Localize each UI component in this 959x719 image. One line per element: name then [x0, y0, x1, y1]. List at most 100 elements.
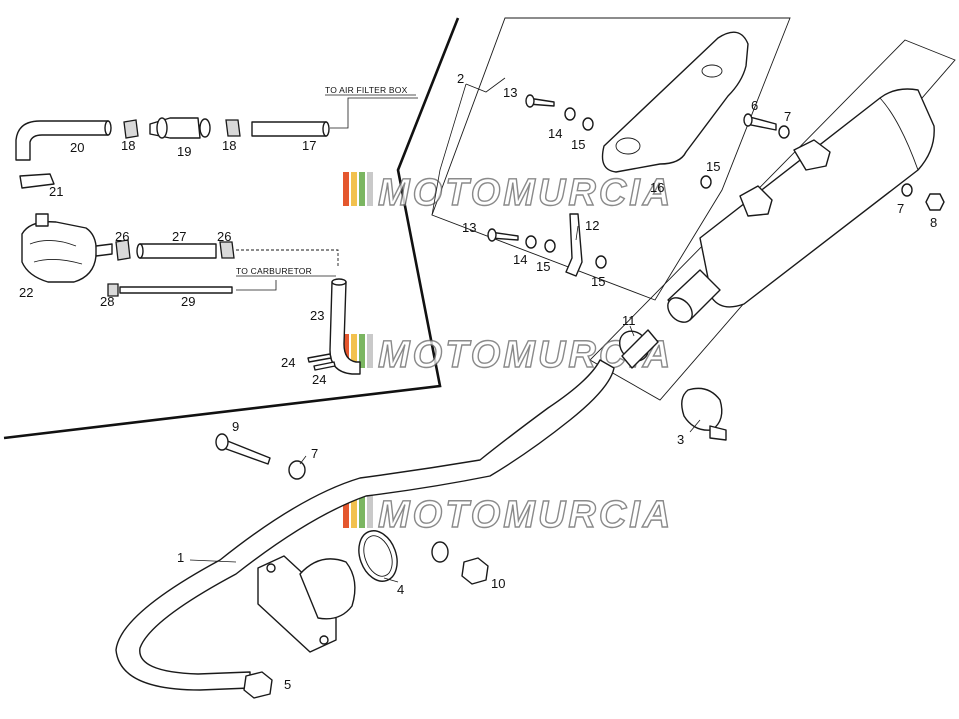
watermark-bottom: MOTOMURCIA	[343, 493, 673, 537]
washer-15	[582, 117, 594, 131]
carburetor-leader	[236, 280, 277, 291]
callout-8: 8	[930, 215, 937, 230]
watermark-stripe	[351, 172, 357, 206]
pump-detail	[29, 240, 83, 265]
callout-20: 20	[70, 140, 84, 155]
callout-10: 10	[491, 576, 505, 591]
watermark-stripe	[343, 172, 349, 206]
header-pipe-group	[115, 359, 615, 699]
callout-3: 3	[677, 432, 684, 447]
callout-12: 12	[585, 218, 599, 233]
nut-5	[243, 671, 273, 699]
exhaust-header-1	[115, 359, 615, 691]
clip-21	[19, 173, 55, 189]
header-outlet	[299, 558, 356, 620]
hose-end	[331, 278, 347, 286]
watermark-text: MOTOMURCIA	[378, 172, 673, 214]
heat-shield-group	[487, 31, 749, 277]
pump-inlet	[35, 213, 49, 227]
inset-divider-line	[3, 17, 460, 440]
callout-6: 6	[751, 98, 758, 113]
flange-hole	[266, 563, 276, 573]
washer-15	[544, 239, 556, 253]
nut-10	[461, 557, 489, 585]
leader-1	[189, 559, 237, 563]
callout-18: 18	[121, 138, 135, 153]
watermark-stripe	[359, 494, 365, 528]
washer-15	[700, 175, 712, 189]
callout-24: 24	[281, 355, 295, 370]
bracket-12	[565, 213, 583, 277]
section-frames	[3, 17, 956, 440]
callout-15: 15	[571, 137, 585, 152]
washer-14	[525, 235, 537, 249]
bolt-24-lower	[313, 361, 336, 371]
callout-4: 4	[397, 582, 404, 597]
callout-15: 15	[536, 259, 550, 274]
washer-14	[564, 107, 576, 121]
screw-head	[525, 94, 535, 108]
leader-11	[629, 325, 635, 337]
heat-shield-16	[601, 31, 749, 173]
header-flange	[257, 555, 337, 653]
note-carburetor: TO CARBURETOR	[236, 266, 312, 276]
muffler-bracket-front	[793, 139, 831, 171]
leader-12	[575, 225, 579, 241]
callout-27: 27	[172, 229, 186, 244]
clamp-18-left	[123, 119, 139, 139]
callout-19: 19	[177, 144, 191, 159]
muffler-frame	[589, 39, 956, 401]
air-hose-17	[251, 121, 327, 137]
watermark-stripe	[359, 334, 365, 368]
callout-28: 28	[100, 294, 114, 309]
screw-head	[487, 228, 497, 242]
gasket-4-inner	[363, 535, 393, 577]
hose-27	[139, 243, 217, 259]
stud-head	[215, 433, 229, 451]
sleeve-11-body	[621, 329, 659, 369]
hose-29	[119, 286, 233, 294]
clamp-screw	[709, 425, 727, 441]
leader-7	[299, 455, 307, 465]
callout-13: 13	[462, 220, 476, 235]
leader-2b	[431, 83, 467, 216]
air-pump-22	[21, 221, 97, 283]
washer-7	[288, 460, 306, 480]
callout-14: 14	[548, 126, 562, 141]
hose-end	[136, 243, 144, 259]
clamp-26-left	[115, 239, 131, 261]
callout-16: 16	[650, 180, 664, 195]
leader-lines	[189, 77, 701, 583]
muffler-group	[618, 88, 945, 441]
callout-5: 5	[284, 677, 291, 692]
washer-7	[778, 125, 790, 139]
nut-8	[925, 193, 945, 211]
watermark-stripe	[343, 334, 349, 368]
callout-7: 7	[897, 201, 904, 216]
clip-28	[107, 283, 119, 297]
leader-2	[465, 77, 506, 93]
watermark-stripe	[343, 494, 349, 528]
pump-nozzle	[95, 243, 113, 257]
clamp-3	[681, 387, 723, 431]
callout-23: 23	[310, 308, 324, 323]
flange-hole	[319, 635, 329, 645]
callout-7: 7	[784, 109, 791, 124]
air-filter-leader	[330, 97, 418, 129]
hose-end	[104, 120, 112, 136]
watermark-stripe	[367, 172, 373, 206]
callout-labels: 1 2 3 4 5 6 7 7 7 8 9 10 11 12 13 13 14 …	[19, 71, 937, 692]
watermark-stripe	[359, 172, 365, 206]
callout-11: 11	[622, 313, 636, 328]
muffler-bracket-rear	[739, 185, 773, 217]
callout-26: 26	[217, 229, 231, 244]
leader-4	[383, 577, 399, 583]
muffler-body	[699, 88, 935, 308]
clamp-26-right	[219, 241, 235, 259]
watermark-stripe	[351, 334, 357, 368]
watermark-top: MOTOMURCIA	[343, 171, 673, 215]
washer-15	[595, 255, 607, 269]
watermark-text: MOTOMURCIA	[378, 494, 673, 536]
callout-24: 24	[312, 372, 326, 387]
